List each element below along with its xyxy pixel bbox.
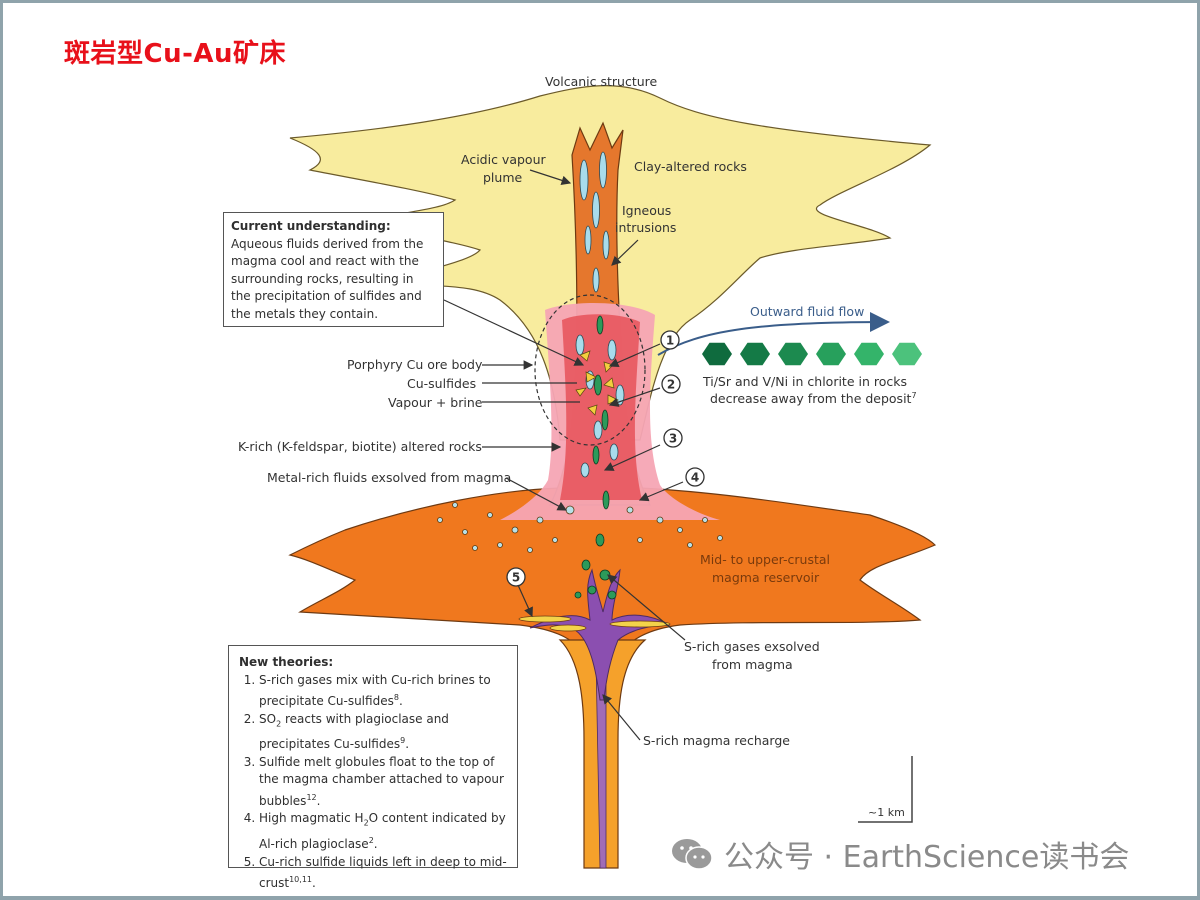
chlorite-hexagon <box>778 342 808 366</box>
leader-marker-4 <box>638 481 684 502</box>
svg-text:1: 1 <box>666 334 674 348</box>
magma-reservoir <box>288 487 937 661</box>
svg-text:2: 2 <box>667 378 675 392</box>
ore-body-core <box>560 314 642 500</box>
new-theory-item: S-rich gases mix with Cu-rich brines to … <box>259 672 507 711</box>
label-igneous-1: Igneous <box>622 203 671 218</box>
numbered-marker-5: 5 <box>506 567 526 587</box>
chlorite-hexagon <box>740 342 770 366</box>
watermark-text: 公众号 · EarthScience读书会 <box>724 840 1130 875</box>
label-igneous-2: intrusions <box>615 220 676 235</box>
sulfide-lens <box>518 615 572 623</box>
watermark: 公众号 · EarthScience读书会 <box>670 832 1129 876</box>
leader-marker-5 <box>517 584 533 618</box>
label-s-rich-gases-1: S-rich gases exsolved <box>684 639 820 654</box>
label-s-rich-gases-2: from magma <box>712 657 793 672</box>
label-outward-fluid-flow: Outward fluid flow <box>750 304 864 319</box>
sulfide-lens <box>549 624 587 632</box>
label-cu-sulfides: Cu-sulfides <box>407 376 476 391</box>
numbered-marker-4: 4 <box>685 467 705 487</box>
leader-acidic-vapour <box>529 169 572 185</box>
sulfide-lens <box>609 620 671 628</box>
sulfide-globules <box>574 315 617 600</box>
new-theory-item: Sulfide melt globules float to the top o… <box>259 754 507 811</box>
label-chlorite-2: decrease away from the deposit7 <box>710 391 917 406</box>
leader-current-understanding <box>443 299 585 366</box>
numbered-marker-3: 3 <box>663 428 683 448</box>
slide-title: 斑岩型Cu-Au矿床 <box>64 39 287 69</box>
label-k-rich: K-rich (K-feldspar, biotite) altered roc… <box>238 439 482 454</box>
label-clay-altered: Clay-altered rocks <box>634 159 747 174</box>
svg-text:5: 5 <box>512 571 520 585</box>
chlorite-hexagon <box>816 342 846 366</box>
new-theories-heading: New theories: <box>239 655 334 669</box>
label-vapour-brine: Vapour + brine <box>388 395 483 410</box>
new-theory-item: SO2 reacts with plagioclase and precipit… <box>259 711 507 754</box>
wechat-icon <box>672 839 713 870</box>
current-understanding-box: Current understanding: Aqueous fluids de… <box>223 212 444 327</box>
label-porphyry-ore-body: Porphyry Cu ore body <box>347 357 483 372</box>
ore-body-outline <box>534 294 646 446</box>
new-theory-item: High magmatic H2O content indicated by A… <box>259 810 507 853</box>
leader-marker-1 <box>608 343 661 368</box>
svg-text:4: 4 <box>691 471 699 485</box>
leader-marker-2 <box>608 387 661 407</box>
label-metal-rich: Metal-rich fluids exsolved from magma <box>267 470 511 485</box>
new-theories-list: S-rich gases mix with Cu-rich brines to … <box>239 672 507 893</box>
numbered-marker-1: 1 <box>660 330 680 350</box>
leader-metal-rich <box>505 477 568 511</box>
new-theory-item: Cu-rich sulfide liquids left in deep to … <box>259 854 507 893</box>
magma-bubbles <box>437 502 723 553</box>
svg-text:3: 3 <box>669 432 677 446</box>
leader-s-rich-gases <box>607 574 686 641</box>
label-s-rich-recharge: S-rich magma recharge <box>643 733 790 748</box>
chlorite-hexagon <box>702 342 732 366</box>
label-acidic-vapour-1: Acidic vapour <box>461 152 546 167</box>
label-acidic-vapour-2: plume <box>483 170 523 185</box>
leader-igneous <box>611 239 639 266</box>
label-magma-reservoir-1: Mid- to upper-crustal <box>700 552 830 567</box>
label-volcanic-structure: Volcanic structure <box>545 74 658 89</box>
scale-label: ~1 km <box>868 806 905 819</box>
new-theories-box: New theories: S-rich gases mix with Cu-r… <box>228 645 518 890</box>
leader-marker-3 <box>603 444 661 471</box>
outward-fluid-flow-arrow <box>657 312 890 356</box>
chlorite-gradient-hexagons <box>702 342 922 366</box>
leader-s-rich-recharge <box>602 694 641 741</box>
current-understanding-heading: Current understanding: <box>231 219 391 233</box>
chlorite-hexagon <box>854 342 884 366</box>
label-magma-reservoir-2: magma reservoir <box>712 570 820 585</box>
numbered-marker-2: 2 <box>661 374 681 394</box>
label-chlorite-1: Ti/Sr and V/Ni in chlorite in rocks <box>702 374 907 389</box>
current-understanding-body: Aqueous fluids derived from the magma co… <box>231 236 424 321</box>
scale-bar <box>858 756 913 823</box>
chlorite-hexagon <box>892 342 922 366</box>
